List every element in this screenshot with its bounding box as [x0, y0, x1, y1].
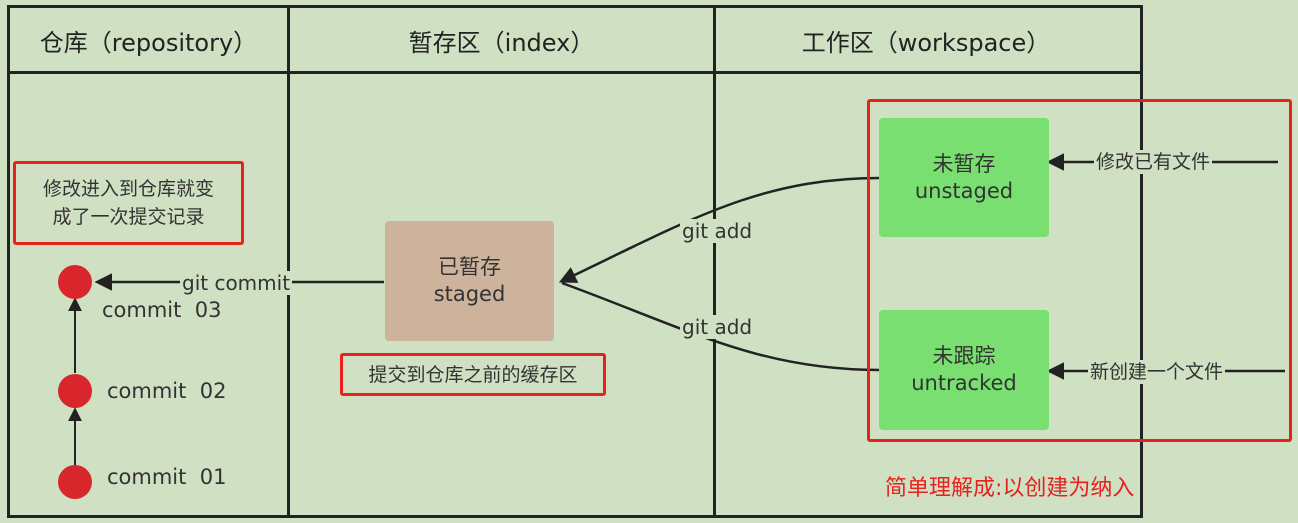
workspace-note: 简单理解成:以创建为纳入: [885, 476, 1135, 501]
commit-label-01: commit 01: [107, 465, 227, 489]
commit-node-03: [58, 265, 92, 299]
staged-label-cn: 已暂存: [438, 255, 501, 279]
column-divider-2: [713, 5, 716, 515]
commit-node-02: [58, 374, 92, 408]
header-divider: [7, 71, 1143, 74]
commit-label-02: commit 02: [107, 379, 227, 403]
commit-node-01: [58, 465, 92, 499]
git-add-label-bottom: git add: [680, 315, 755, 339]
git-add-label-top: git add: [680, 219, 755, 243]
unstaged-label-cn: 未暂存: [932, 151, 996, 176]
commit-label-03: commit 03: [102, 298, 222, 322]
column-title-repository: 仓库（repository）: [39, 28, 258, 57]
index-note: 提交到仓库之前的缓存区: [340, 353, 606, 396]
modify-existing-label: 修改已有文件: [1094, 150, 1213, 174]
staged-label-en: staged: [433, 282, 506, 306]
column-divider-1: [287, 5, 290, 515]
unstaged-label-en: unstaged: [914, 178, 1014, 203]
repo-note-line2: 成了一次提交记录: [52, 206, 205, 228]
untracked-label-en: untracked: [911, 371, 1017, 395]
untracked-box: 未跟踪 untracked: [879, 310, 1049, 430]
git-commit-label: git commit: [180, 271, 293, 295]
unstaged-box: 未暂存 unstaged: [879, 118, 1049, 237]
untracked-label-cn: 未跟踪: [932, 344, 996, 368]
create-new-label: 新创建一个文件: [1088, 360, 1226, 384]
column-title-index: 暂存区（index）: [408, 28, 595, 57]
repo-note-line1: 修改进入到仓库就变: [42, 178, 214, 200]
staged-box: 已暂存 staged: [385, 221, 554, 341]
repo-note: 修改进入到仓库就变 成了一次提交记录: [13, 161, 244, 245]
diagram-frame: [7, 5, 1143, 518]
column-title-workspace: 工作区（workspace）: [801, 28, 1051, 57]
workspace-highlight: [867, 99, 1292, 442]
